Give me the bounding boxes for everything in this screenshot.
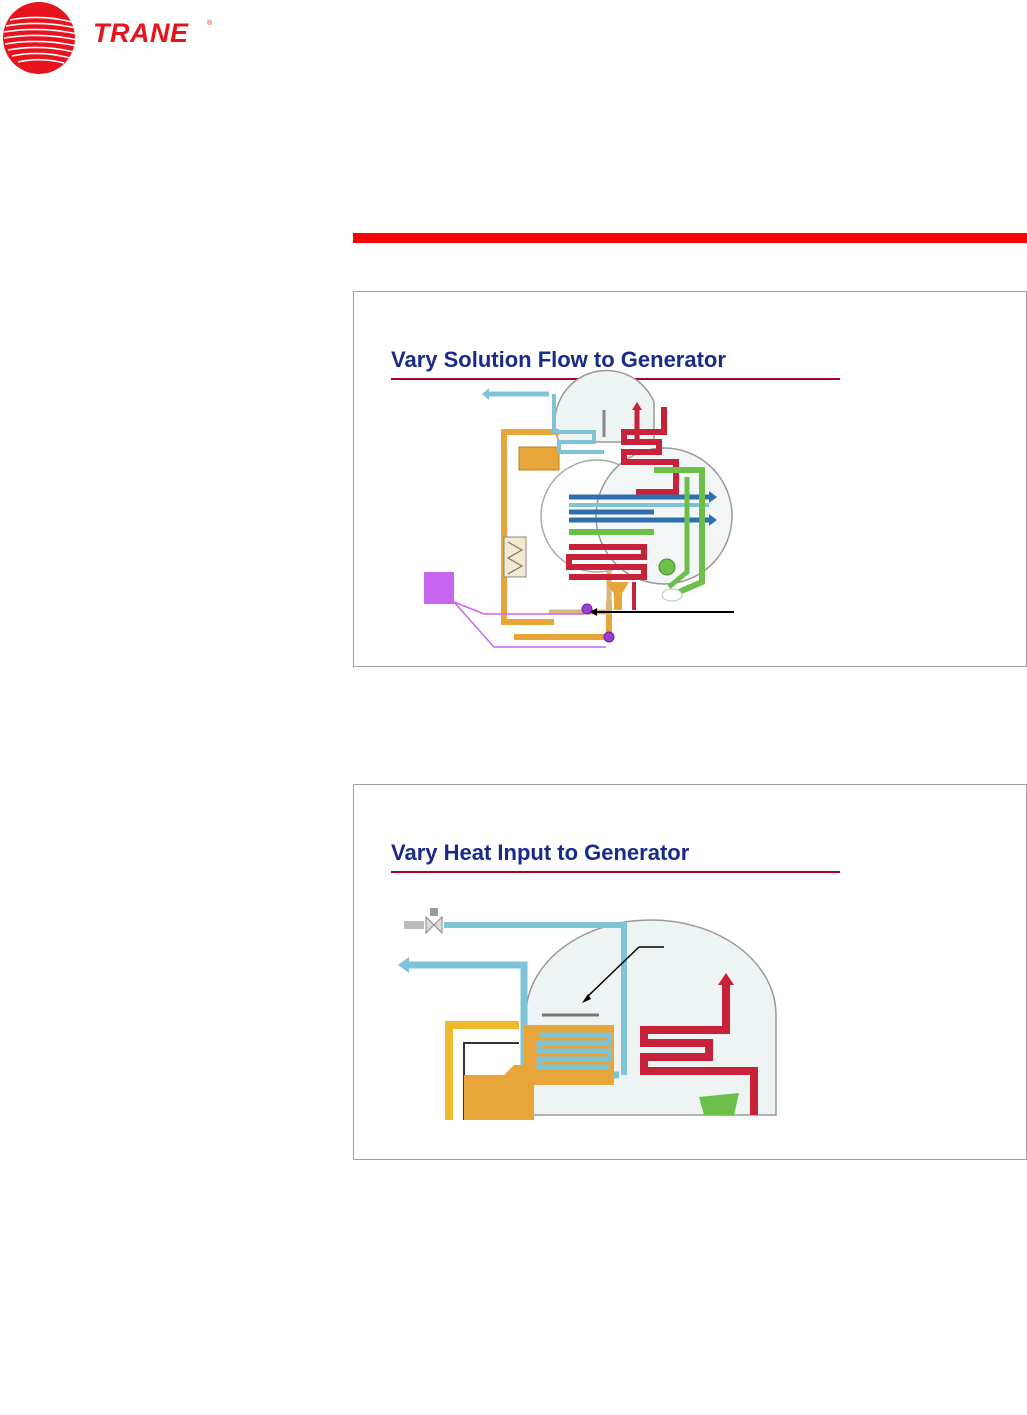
control-signal-line [453,601,584,615]
title-underline [391,871,840,873]
generator-pool [464,1065,534,1120]
trane-emblem-icon [3,2,79,74]
solution-pipe [501,429,559,625]
solution-pipe [445,1021,519,1120]
steam-coil [640,985,758,1115]
control-panel [424,572,454,604]
brand-wordmark: TRANE [93,18,189,48]
steam-control-valve [425,915,443,935]
evaporator-tubes [566,544,647,580]
header-bar [353,233,1027,243]
heating-tubes [536,1032,612,1070]
pointer-arrow [585,946,640,999]
heat-exchanger [503,536,527,578]
slide-solution-flow: Vary Solution Flow to Generator [353,291,1027,667]
generator-dome [525,919,777,1116]
steam-supply-pipe [444,922,627,1075]
refrigerant-pool [699,1093,739,1115]
slide-title: Vary Heat Input to Generator [391,840,690,865]
solution-valve [581,603,593,615]
slide-title: Vary Solution Flow to Generator [391,347,726,372]
weak-solution-pipe [549,567,612,615]
slide-heat-input: Vary Heat Input to Generator [353,784,1027,1160]
refrigerant-pump [658,558,676,576]
generator-detail-diagram [398,908,777,1120]
trane-logo: TRANE ® [0,0,240,80]
registered-mark: ® [207,20,213,27]
solution-valve-2 [603,631,615,643]
generator-pool [518,446,560,471]
concentrator-pan [524,1025,614,1085]
absorber-sump [606,582,629,610]
absorption-chiller-diagram [424,369,734,648]
